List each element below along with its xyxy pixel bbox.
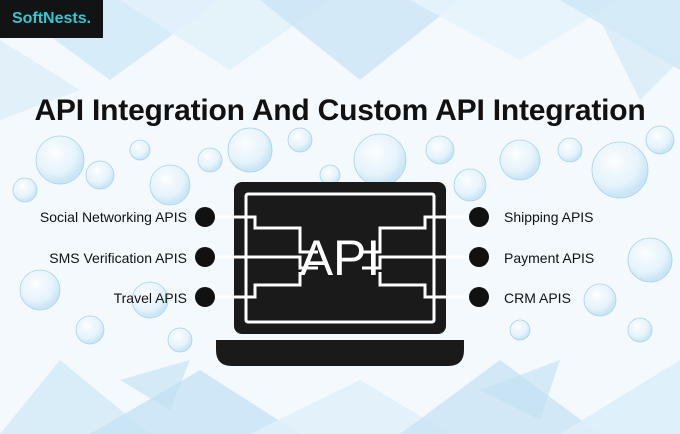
api-label: API [300,230,381,286]
connector-dot [195,247,215,267]
connector-dot [195,287,215,307]
page-title: API Integration And Custom API Integrati… [34,94,646,127]
right-circuit-traces [362,215,475,299]
connector-dot [469,247,489,267]
right-label-crm: CRM APIS [504,290,571,306]
right-label-shipping: Shipping APIS [504,209,594,225]
left-label-travel: Travel APIS [113,290,187,306]
connector-dot [195,207,215,227]
left-label-sms-verification: SMS Verification APIS [49,250,187,266]
left-label-social-networking: Social Networking APIS [39,209,187,225]
left-circuit-traces [205,215,318,299]
brand-name: SoftNests. [11,10,92,27]
laptop-base [216,340,464,366]
connector-dot [469,287,489,307]
laptop-screen [234,182,446,334]
connector-dot [469,207,489,227]
right-label-payment: Payment APIS [504,250,595,266]
brand-logo: SoftNests. [0,0,103,38]
